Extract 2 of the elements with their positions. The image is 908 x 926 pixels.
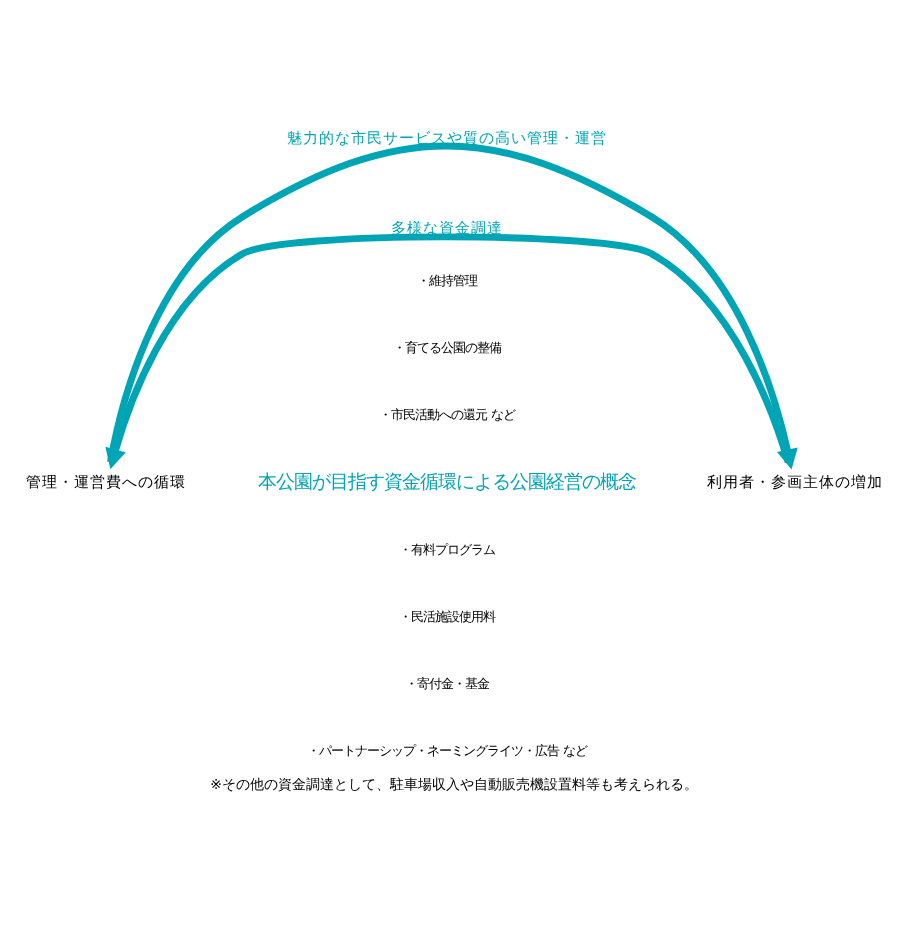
arrow [105,232,792,469]
label: 本公園が目指す資金循環による公園経営の概念 [258,470,637,493]
